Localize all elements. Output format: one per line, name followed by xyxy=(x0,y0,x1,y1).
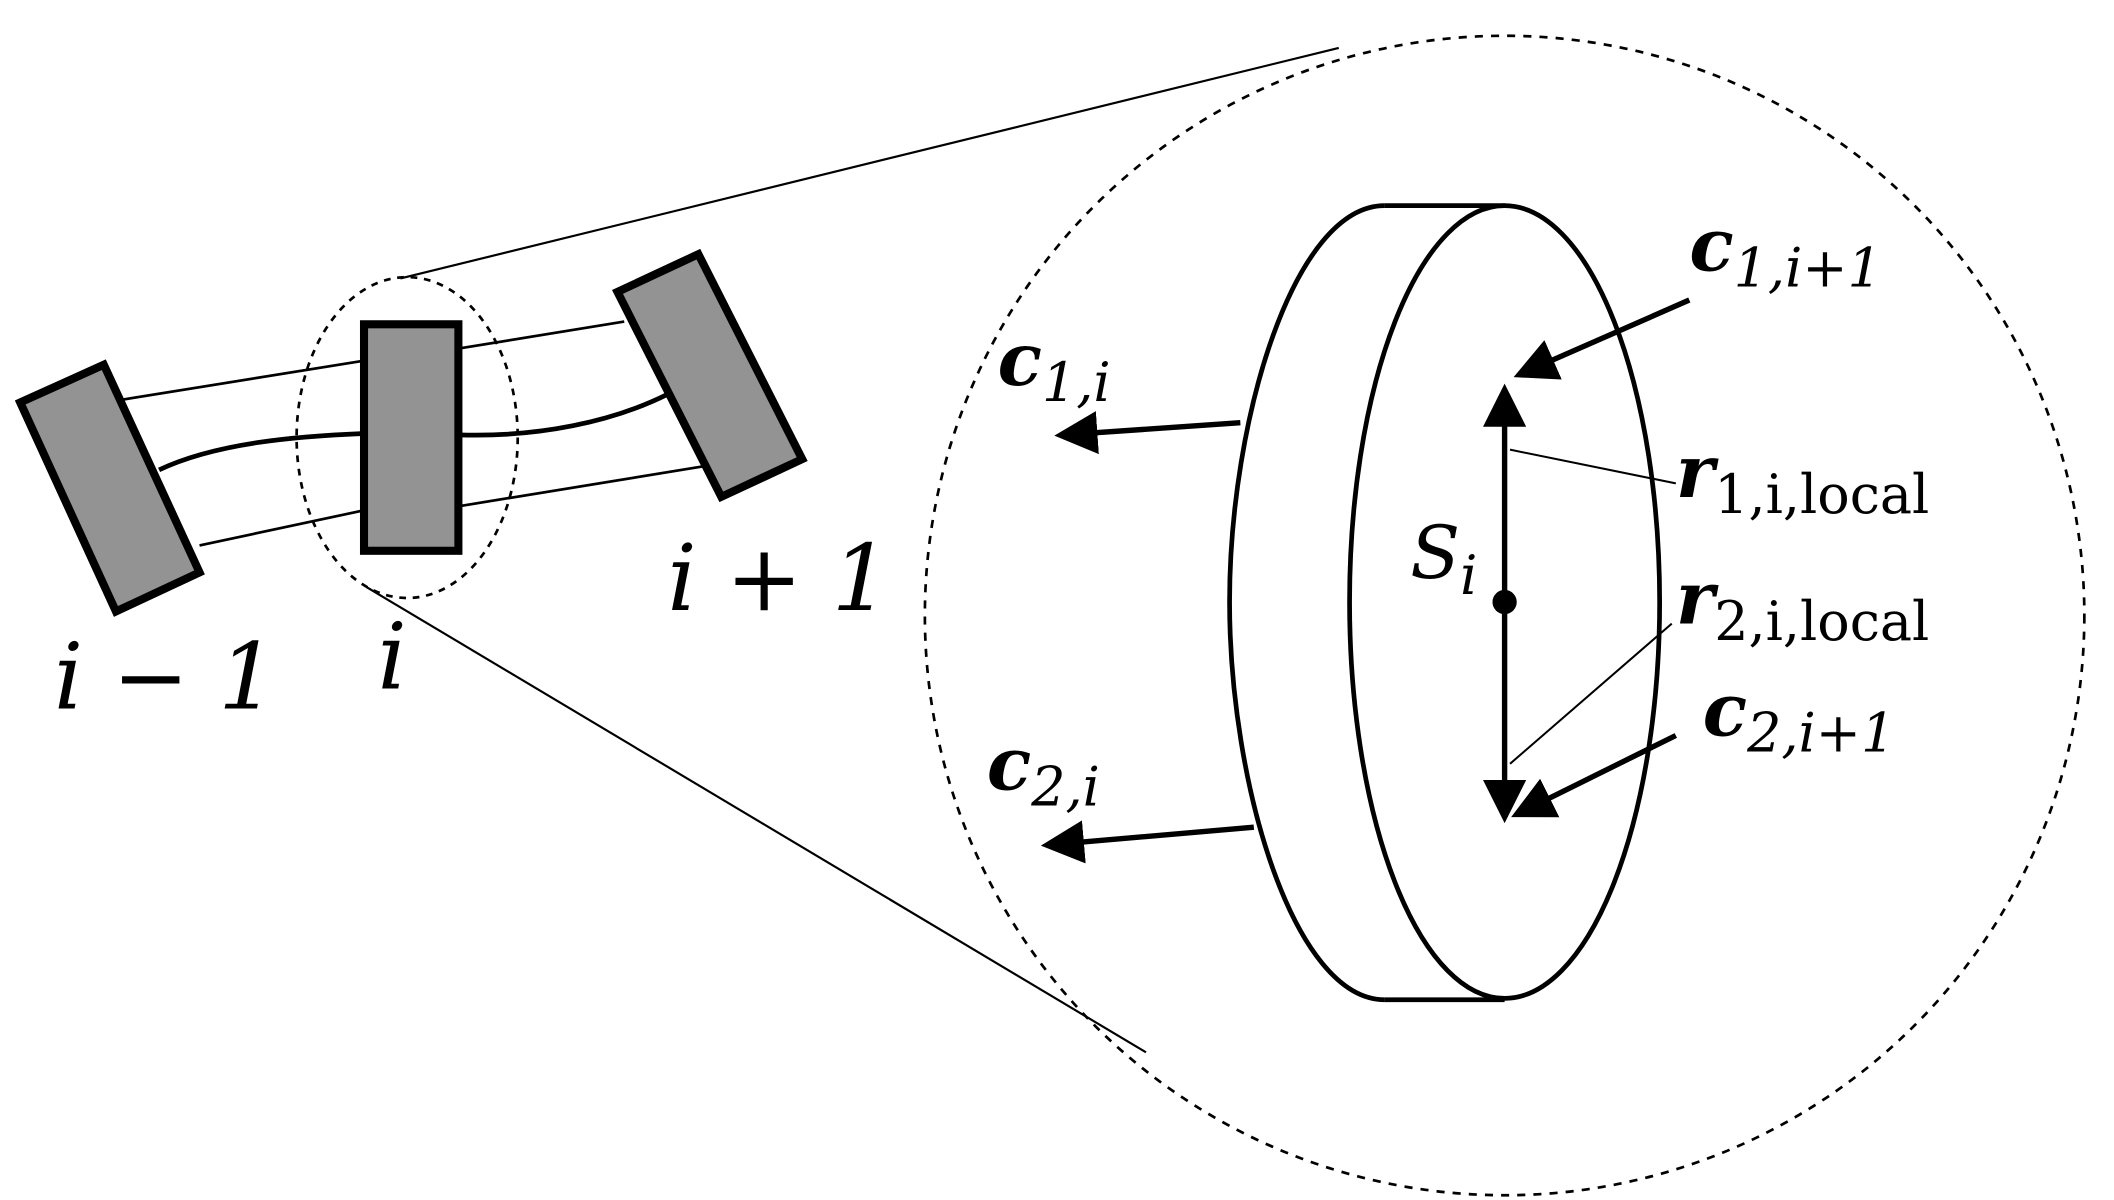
label-segment-prev: i − 1 xyxy=(54,624,277,731)
r1-leader xyxy=(1509,448,1677,485)
tendons xyxy=(121,320,707,547)
segment-current xyxy=(359,320,463,555)
c2-arrow xyxy=(1040,820,1255,864)
label-S: Si xyxy=(1410,511,1477,607)
zoom-connector-top xyxy=(400,46,1340,280)
large-zoom-circle xyxy=(923,34,2086,1197)
label-c1: c1,i xyxy=(998,318,1111,414)
center-point xyxy=(1492,589,1517,615)
c1-arrow xyxy=(1054,411,1241,455)
label-c2-next: c2,i+1 xyxy=(1703,668,1895,764)
c2-next-arrow xyxy=(1511,733,1678,818)
label-segment-current: i xyxy=(378,603,407,710)
label-c2: c2,i xyxy=(987,722,1100,818)
zoom-connector-bottom xyxy=(366,586,1147,1054)
label-c1-next: c1,i+1 xyxy=(1689,203,1881,299)
c1-next-arrow xyxy=(1513,297,1691,380)
label-r2: r2,i,local xyxy=(1676,557,1929,653)
small-zoom-ellipse xyxy=(295,275,520,600)
label-r1: r1,i,local xyxy=(1676,430,1929,526)
disk xyxy=(1227,203,1663,1003)
segment-prev xyxy=(14,359,205,617)
label-segment-next: i + 1 xyxy=(667,525,890,632)
segment-next xyxy=(611,248,808,503)
disk-back-edge xyxy=(1227,203,1385,1003)
r2-leader xyxy=(1509,622,1673,765)
